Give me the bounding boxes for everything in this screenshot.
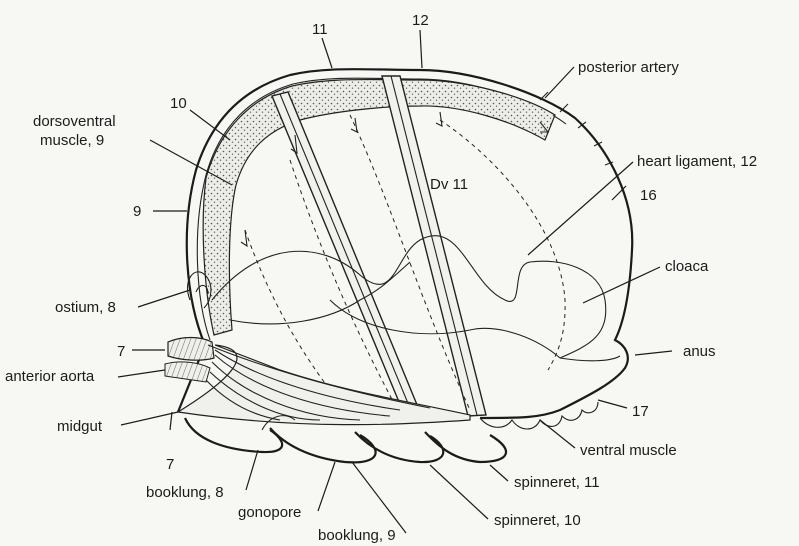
- dorsal-band: [203, 80, 555, 335]
- label-midgut: midgut: [57, 418, 103, 435]
- label-ventral-muscle: ventral muscle: [580, 442, 677, 459]
- label-10: 10: [170, 95, 187, 112]
- ventral-fan-muscle: [178, 345, 470, 425]
- label-cloaca: cloaca: [665, 258, 709, 275]
- label-17: 17: [632, 403, 649, 420]
- spinneret-11-shape: [425, 432, 506, 462]
- label-booklung-8: booklung, 8: [146, 484, 224, 501]
- label-booklung-9: booklung, 9: [318, 527, 396, 544]
- label-dorsoventral-line1: dorsoventral: [33, 113, 116, 130]
- label-ostium: ostium, 8: [55, 299, 116, 316]
- label-anterior-aorta: anterior aorta: [5, 368, 95, 385]
- booklung-9-shape: [270, 428, 376, 462]
- label-7-upper: 7: [117, 343, 125, 360]
- label-9: 9: [133, 203, 141, 220]
- label-spinneret-11: spinneret, 11: [514, 474, 600, 491]
- label-12: 12: [412, 12, 429, 29]
- booklung-8-shape: [185, 418, 282, 452]
- label-gonopore: gonopore: [238, 504, 301, 521]
- label-dv11: Dv 11: [430, 176, 468, 193]
- label-dorsoventral-line2: muscle, 9: [40, 132, 104, 149]
- label-7-lower: 7: [166, 456, 174, 473]
- label-anus: anus: [683, 343, 716, 360]
- anterior-aorta: [165, 338, 214, 383]
- label-posterior-artery: posterior artery: [578, 59, 679, 76]
- dorsoventral-muscles: [272, 76, 486, 416]
- label-11: 11: [312, 21, 328, 38]
- label-heart-ligament: heart ligament, 12: [637, 153, 757, 170]
- label-16: 16: [640, 187, 657, 204]
- label-spinneret-10: spinneret, 10: [494, 512, 581, 529]
